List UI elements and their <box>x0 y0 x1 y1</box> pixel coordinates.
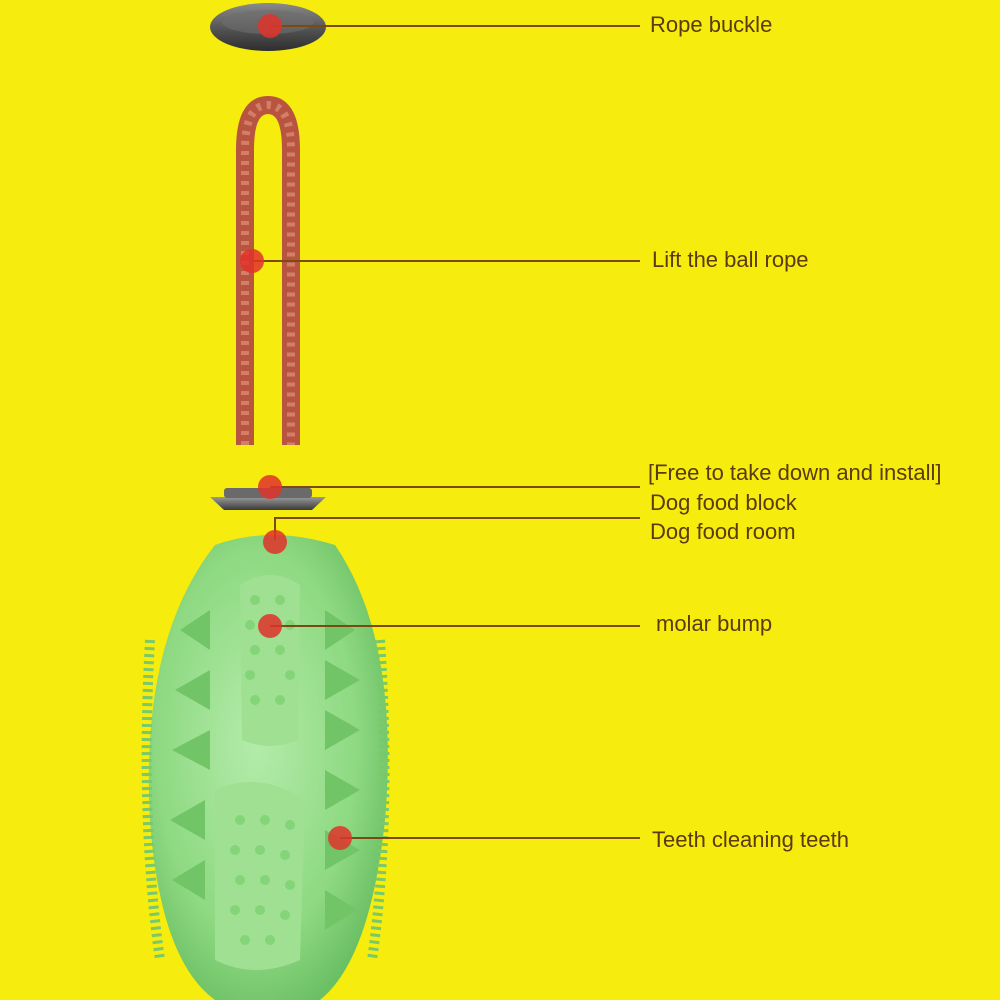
label-teeth-cleaning: Teeth cleaning teeth <box>652 827 849 852</box>
marker-dot-lift-rope <box>240 249 264 273</box>
marker-dots <box>240 14 352 850</box>
marker-dot-molar <box>258 614 282 638</box>
green-ball-part <box>141 535 390 1000</box>
label-free-install: [Free to take down and install] <box>648 460 942 485</box>
label-molar-bump: molar bump <box>656 611 773 636</box>
label-lift-ball-rope: Lift the ball rope <box>652 247 809 272</box>
marker-dot-food-block <box>258 475 282 499</box>
leader-line-food-room <box>274 517 640 540</box>
marker-dot-food-room <box>263 530 287 554</box>
marker-dot-teeth <box>328 826 352 850</box>
lift-rope-part <box>236 95 300 445</box>
label-dog-food-block: Dog food block <box>650 490 797 515</box>
leader-lines <box>252 25 640 839</box>
label-rope-buckle: Rope buckle <box>650 12 773 37</box>
label-dog-food-room: Dog food room <box>650 519 796 544</box>
marker-dot-rope-buckle <box>258 14 282 38</box>
